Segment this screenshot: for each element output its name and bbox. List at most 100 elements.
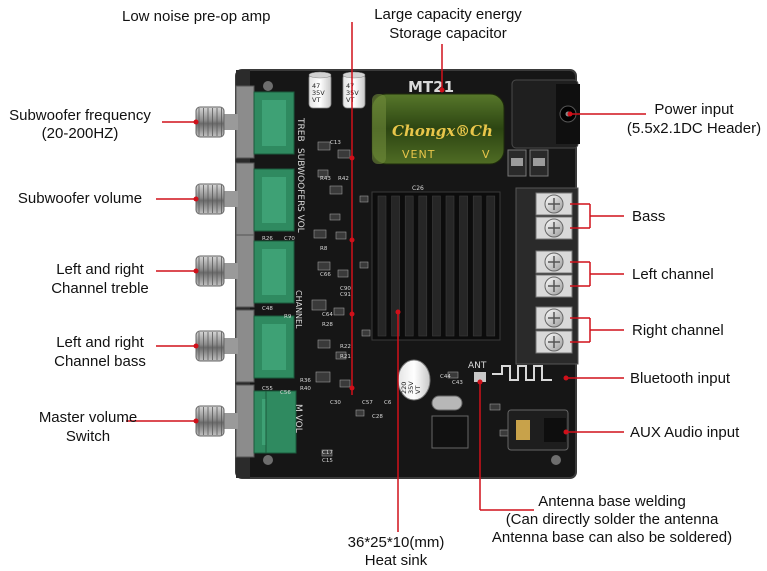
label-master-line1: Master volume (39, 409, 137, 426)
label-right-channel: Right channel (632, 322, 724, 339)
silk-m-vol: M VOL (293, 404, 303, 433)
channel-treble-potentiometer (195, 234, 295, 308)
capacitor-vent: VENT (402, 148, 435, 161)
silk-ref-7: R8 (320, 246, 328, 252)
silk-ref-3: R26 (262, 236, 273, 242)
label-bluetooth: Bluetooth input (630, 370, 731, 387)
label-bass-line2: Channel bass (54, 353, 146, 370)
label-heatsink-line1: 36*25*10(mm) (348, 534, 445, 551)
terminal-screw[interactable] (535, 192, 573, 216)
label-sub-frequency-line1: Subwoofer frequency (9, 107, 151, 124)
annotation-dots (193, 87, 573, 435)
label-capacitor-line2: Storage capacitor (389, 25, 507, 42)
label-capacitor-line1: Large capacity energy (374, 6, 522, 23)
terminal-screw[interactable] (535, 250, 573, 274)
silk-ref-10: R40 (300, 386, 311, 392)
potentiometer-group (195, 85, 297, 458)
silk-ref-14: R28 (322, 322, 333, 328)
label-antenna-line1: Antenna base welding (538, 493, 686, 510)
capacitor-brand: Chongx® (392, 122, 470, 140)
silk-channel: CHANNEL (294, 290, 303, 329)
subwoofer-frequency-potentiometer (195, 85, 295, 159)
svg-text:V: V (482, 148, 491, 161)
silk-treb: TREB (295, 117, 305, 142)
subwoofer-volume-knob[interactable] (195, 183, 238, 215)
bluetooth-antenna-area (474, 365, 552, 382)
silk-ref-15: C56 (280, 390, 291, 396)
subwoofer-volume-potentiometer (195, 162, 295, 236)
label-treble-line2: Channel treble (51, 280, 149, 297)
terminal-screw[interactable] (535, 306, 573, 330)
label-preamp: Low noise pre-op amp (122, 8, 270, 25)
silk-ref-9: C55 (262, 386, 273, 392)
heat-sink (371, 191, 501, 341)
silk-ref-17: C30 (330, 400, 341, 406)
silk-ant: ANT (468, 361, 487, 371)
label-antenna-line3: Antenna base can also be soldered) (492, 529, 732, 546)
label-left-channel: Left channel (632, 266, 714, 283)
silk-ref-1: R43 (320, 176, 331, 182)
speaker-terminal-block (515, 187, 579, 365)
power-jack (511, 79, 580, 149)
terminal-screw[interactable] (535, 274, 573, 298)
silk-subwoofer: SUBWOOFER (295, 148, 305, 206)
label-antenna-line2: (Can directly solder the antenna (506, 511, 719, 528)
capacitor-220uf: 22035VVT (397, 359, 431, 401)
silk-ref-6: R9 (284, 314, 292, 320)
label-sub-volume: Subwoofer volume (18, 190, 142, 207)
energy-storage-capacitor: Chongx® Ch VENT V (371, 93, 505, 165)
silk-ref-19: C44 (440, 374, 451, 380)
label-bass-line1: Left and right (56, 334, 144, 351)
silk-ref-8: C66 (320, 272, 331, 278)
silk-ref-18: C57 (362, 400, 373, 406)
left-channel-bracket (570, 261, 624, 287)
silk-ref-4: C70 (284, 236, 295, 242)
silk-ref-22: R21 (340, 354, 351, 360)
silkscreen-labels: TREB SUBWOOFER S VOL CHANNEL M VOL ANT C… (293, 117, 487, 433)
svg-text:22035VVT: 22035VVT (400, 381, 422, 394)
label-treble-line1: Left and right (56, 261, 144, 278)
silk-s-vol: S VOL (295, 206, 305, 233)
channel-bass-knob[interactable] (195, 330, 238, 362)
annotation-labels: Low noise pre-op amp Large capacity ener… (9, 6, 761, 569)
bluetooth-chip (431, 415, 469, 449)
channel-bass-potentiometer (195, 309, 295, 383)
board-model-label: MT21 (408, 78, 454, 96)
svg-text:Ch: Ch (470, 122, 493, 140)
silk-ref-20: C43 (452, 380, 463, 386)
silk-c26: C26 (412, 185, 424, 192)
master-volume-potentiometer (195, 384, 297, 458)
terminal-screw[interactable] (535, 330, 573, 354)
label-sub-frequency-line2: (20-200HZ) (42, 125, 119, 142)
silk-ref-11: C90 (340, 286, 351, 292)
label-bass-out: Bass (632, 208, 665, 225)
silk-ref-24: C15 (322, 458, 333, 464)
silk-ref-16: R36 (300, 378, 311, 384)
silk-ref-25: C6 (384, 400, 392, 406)
channel-treble-knob[interactable] (195, 255, 238, 287)
label-power-line1: Power input (654, 101, 734, 118)
right-channel-bracket (570, 317, 624, 343)
silk-ref-26: C28 (372, 414, 383, 420)
bass-bracket (570, 203, 624, 229)
silk-ref-5: C48 (262, 306, 273, 312)
silk-ref-23: C17 (322, 450, 333, 456)
silk-ref-21: R22 (340, 344, 351, 350)
label-aux: AUX Audio input (630, 424, 740, 441)
crystal-oscillator (431, 395, 463, 411)
terminal-screw[interactable] (535, 216, 573, 240)
silk-ref-13: C64 (322, 312, 333, 318)
subwoofer-frequency-knob[interactable] (195, 106, 238, 138)
silk-ref-2: R42 (338, 176, 349, 182)
label-power-line2: (5.5x2.1DC Header) (627, 120, 761, 137)
master-volume-knob[interactable] (195, 405, 238, 437)
silk-ref-0: C13 (330, 140, 341, 146)
label-master-line2: Switch (66, 428, 110, 445)
label-heatsink-line2: Heat sink (365, 552, 428, 569)
silk-ref-12: C91 (340, 292, 351, 298)
